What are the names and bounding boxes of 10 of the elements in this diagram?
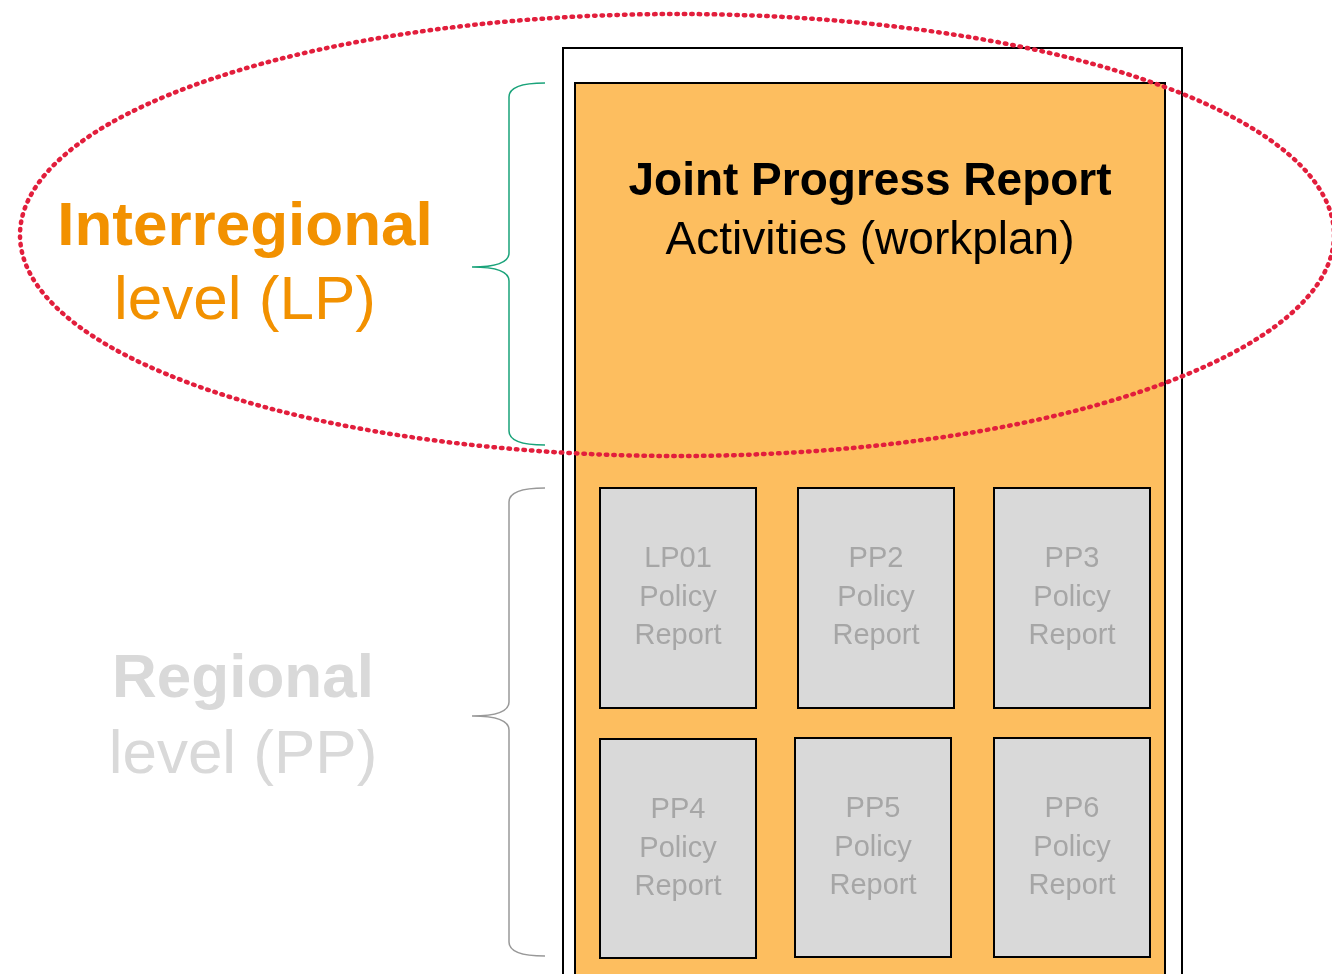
policy-report-box (797, 487, 955, 709)
policy-report-box (993, 737, 1151, 958)
subheading: Activities (workplan) (664, 211, 1076, 265)
policy-report-box (599, 487, 757, 709)
level-title: Interregional (56, 188, 434, 259)
heading: Joint Progress Report (627, 152, 1113, 206)
policy-report-box (794, 737, 952, 958)
level-subtitle: level (LP) (113, 262, 377, 333)
policy-report-box (993, 487, 1151, 709)
policy-report-box (599, 738, 757, 959)
